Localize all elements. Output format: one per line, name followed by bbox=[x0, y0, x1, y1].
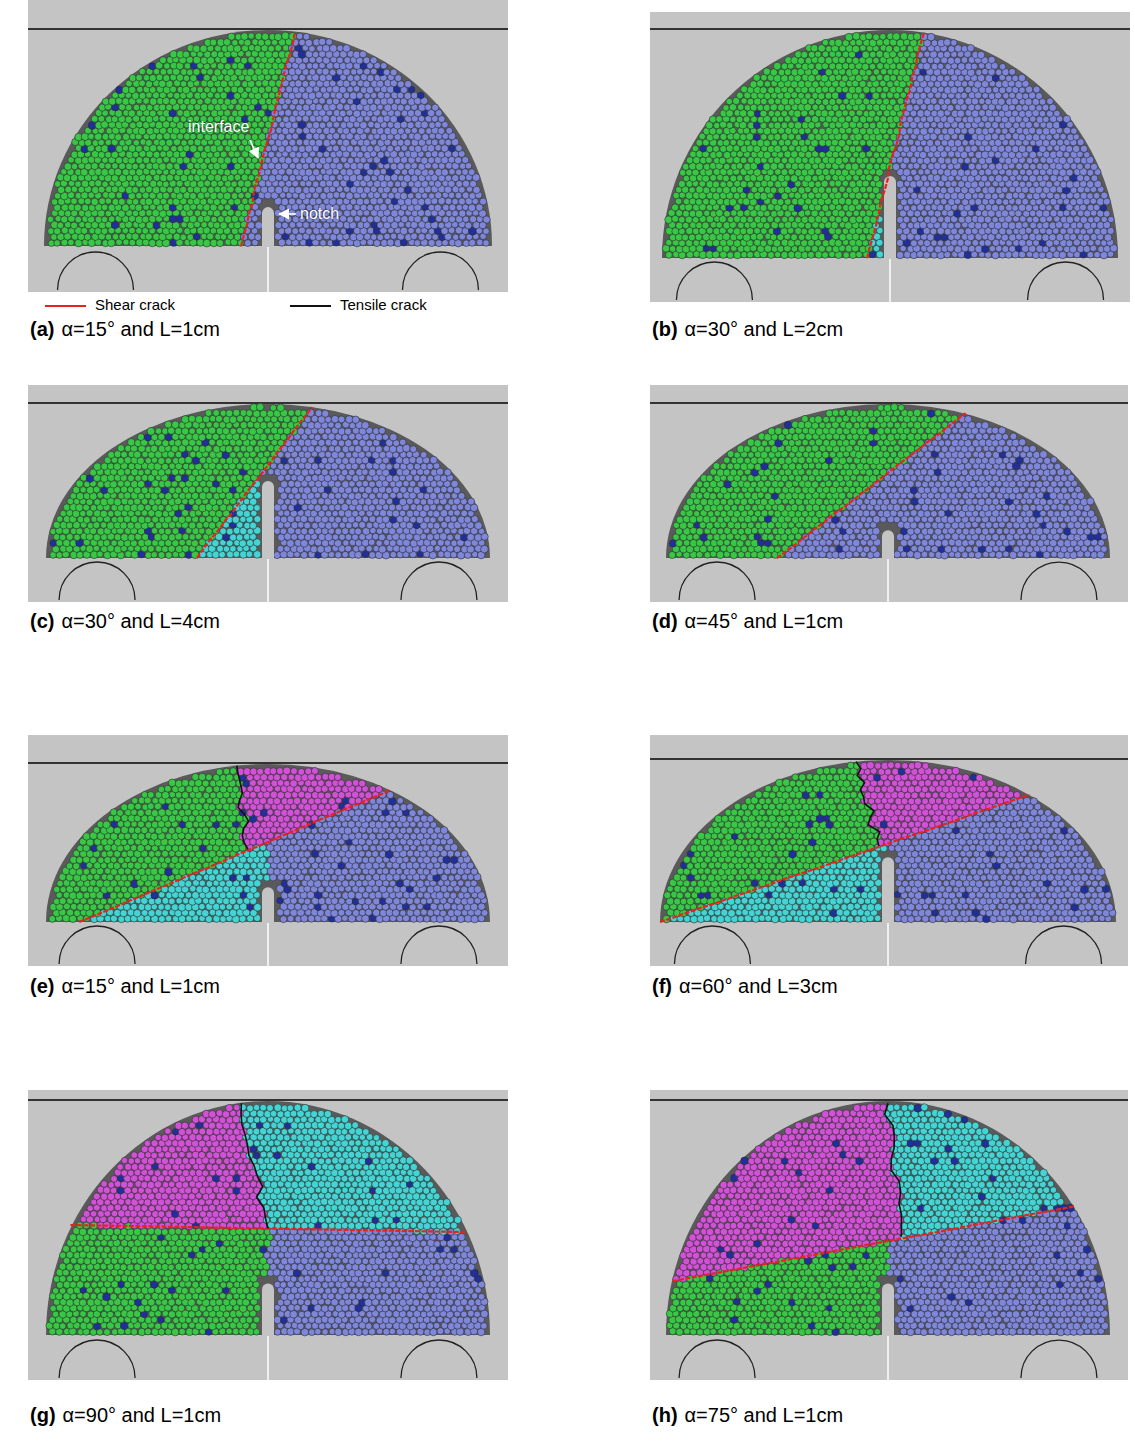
figure-stage: interfacenotch(a)α=15° and L=1cm(b)α=30°… bbox=[0, 0, 1135, 1453]
